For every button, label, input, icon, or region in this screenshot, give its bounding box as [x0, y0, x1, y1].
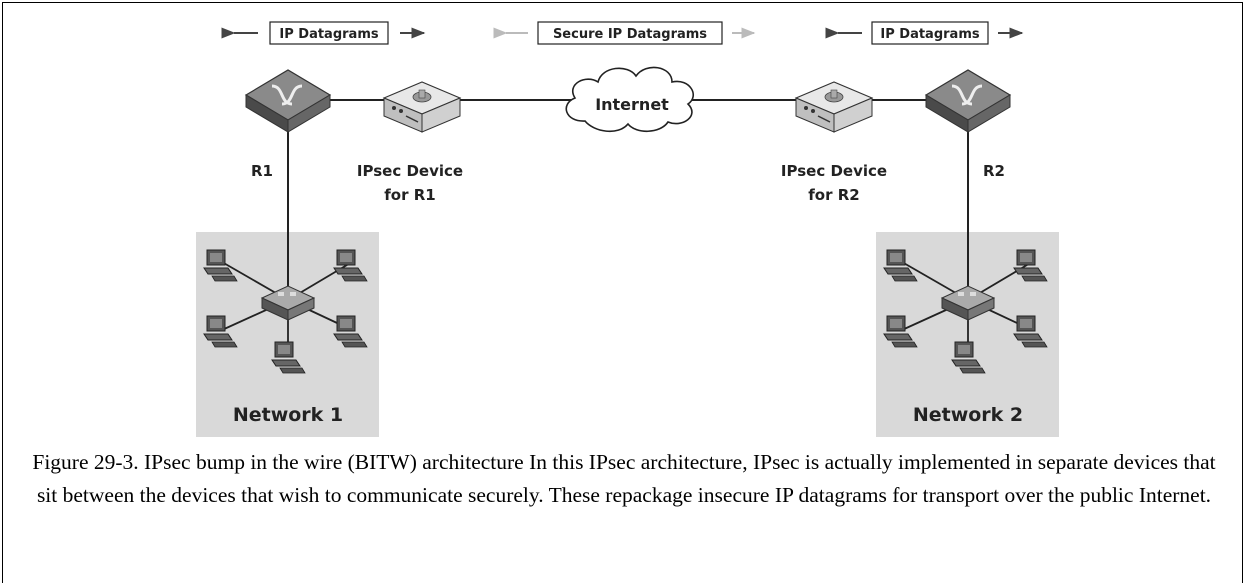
banner-center-label: Secure IP Datagrams	[553, 27, 707, 42]
ipsec-device-r2-icon	[795, 81, 873, 133]
banner-center: Secure IP Datagrams	[493, 21, 756, 45]
banner-right: IP Datagrams	[825, 21, 1024, 45]
router-r1-label: R1	[251, 162, 273, 180]
network-1-label: Network 1	[233, 404, 343, 426]
network-2-label: Network 2	[913, 404, 1023, 426]
ipsec-device-r1-icon	[383, 81, 461, 133]
ipsec-r1-label-line2: for R1	[384, 186, 435, 204]
ipsec-r1-label-line1: IPsec Device	[357, 162, 463, 180]
banner-right-label: IP Datagrams	[880, 27, 979, 42]
router-r1-icon	[244, 68, 332, 134]
router-r2-label: R2	[983, 162, 1005, 180]
router-r2-icon	[924, 68, 1012, 134]
figure-caption: Figure 29-3. IPsec bump in the wire (BIT…	[32, 450, 1216, 507]
ipsec-r2-label-line2: for R2	[808, 186, 859, 204]
bitw-diagram: IP Datagrams Secure IP Datagrams IP Data…	[196, 21, 1059, 437]
network-2: Network 2	[876, 232, 1059, 437]
network-1: Network 1	[196, 232, 379, 437]
internet-cloud-icon: Internet	[565, 66, 694, 133]
internet-label: Internet	[595, 95, 669, 114]
banner-left: IP Datagrams	[221, 21, 426, 45]
banner-left-label: IP Datagrams	[279, 27, 378, 42]
ipsec-r2-label-line1: IPsec Device	[781, 162, 887, 180]
